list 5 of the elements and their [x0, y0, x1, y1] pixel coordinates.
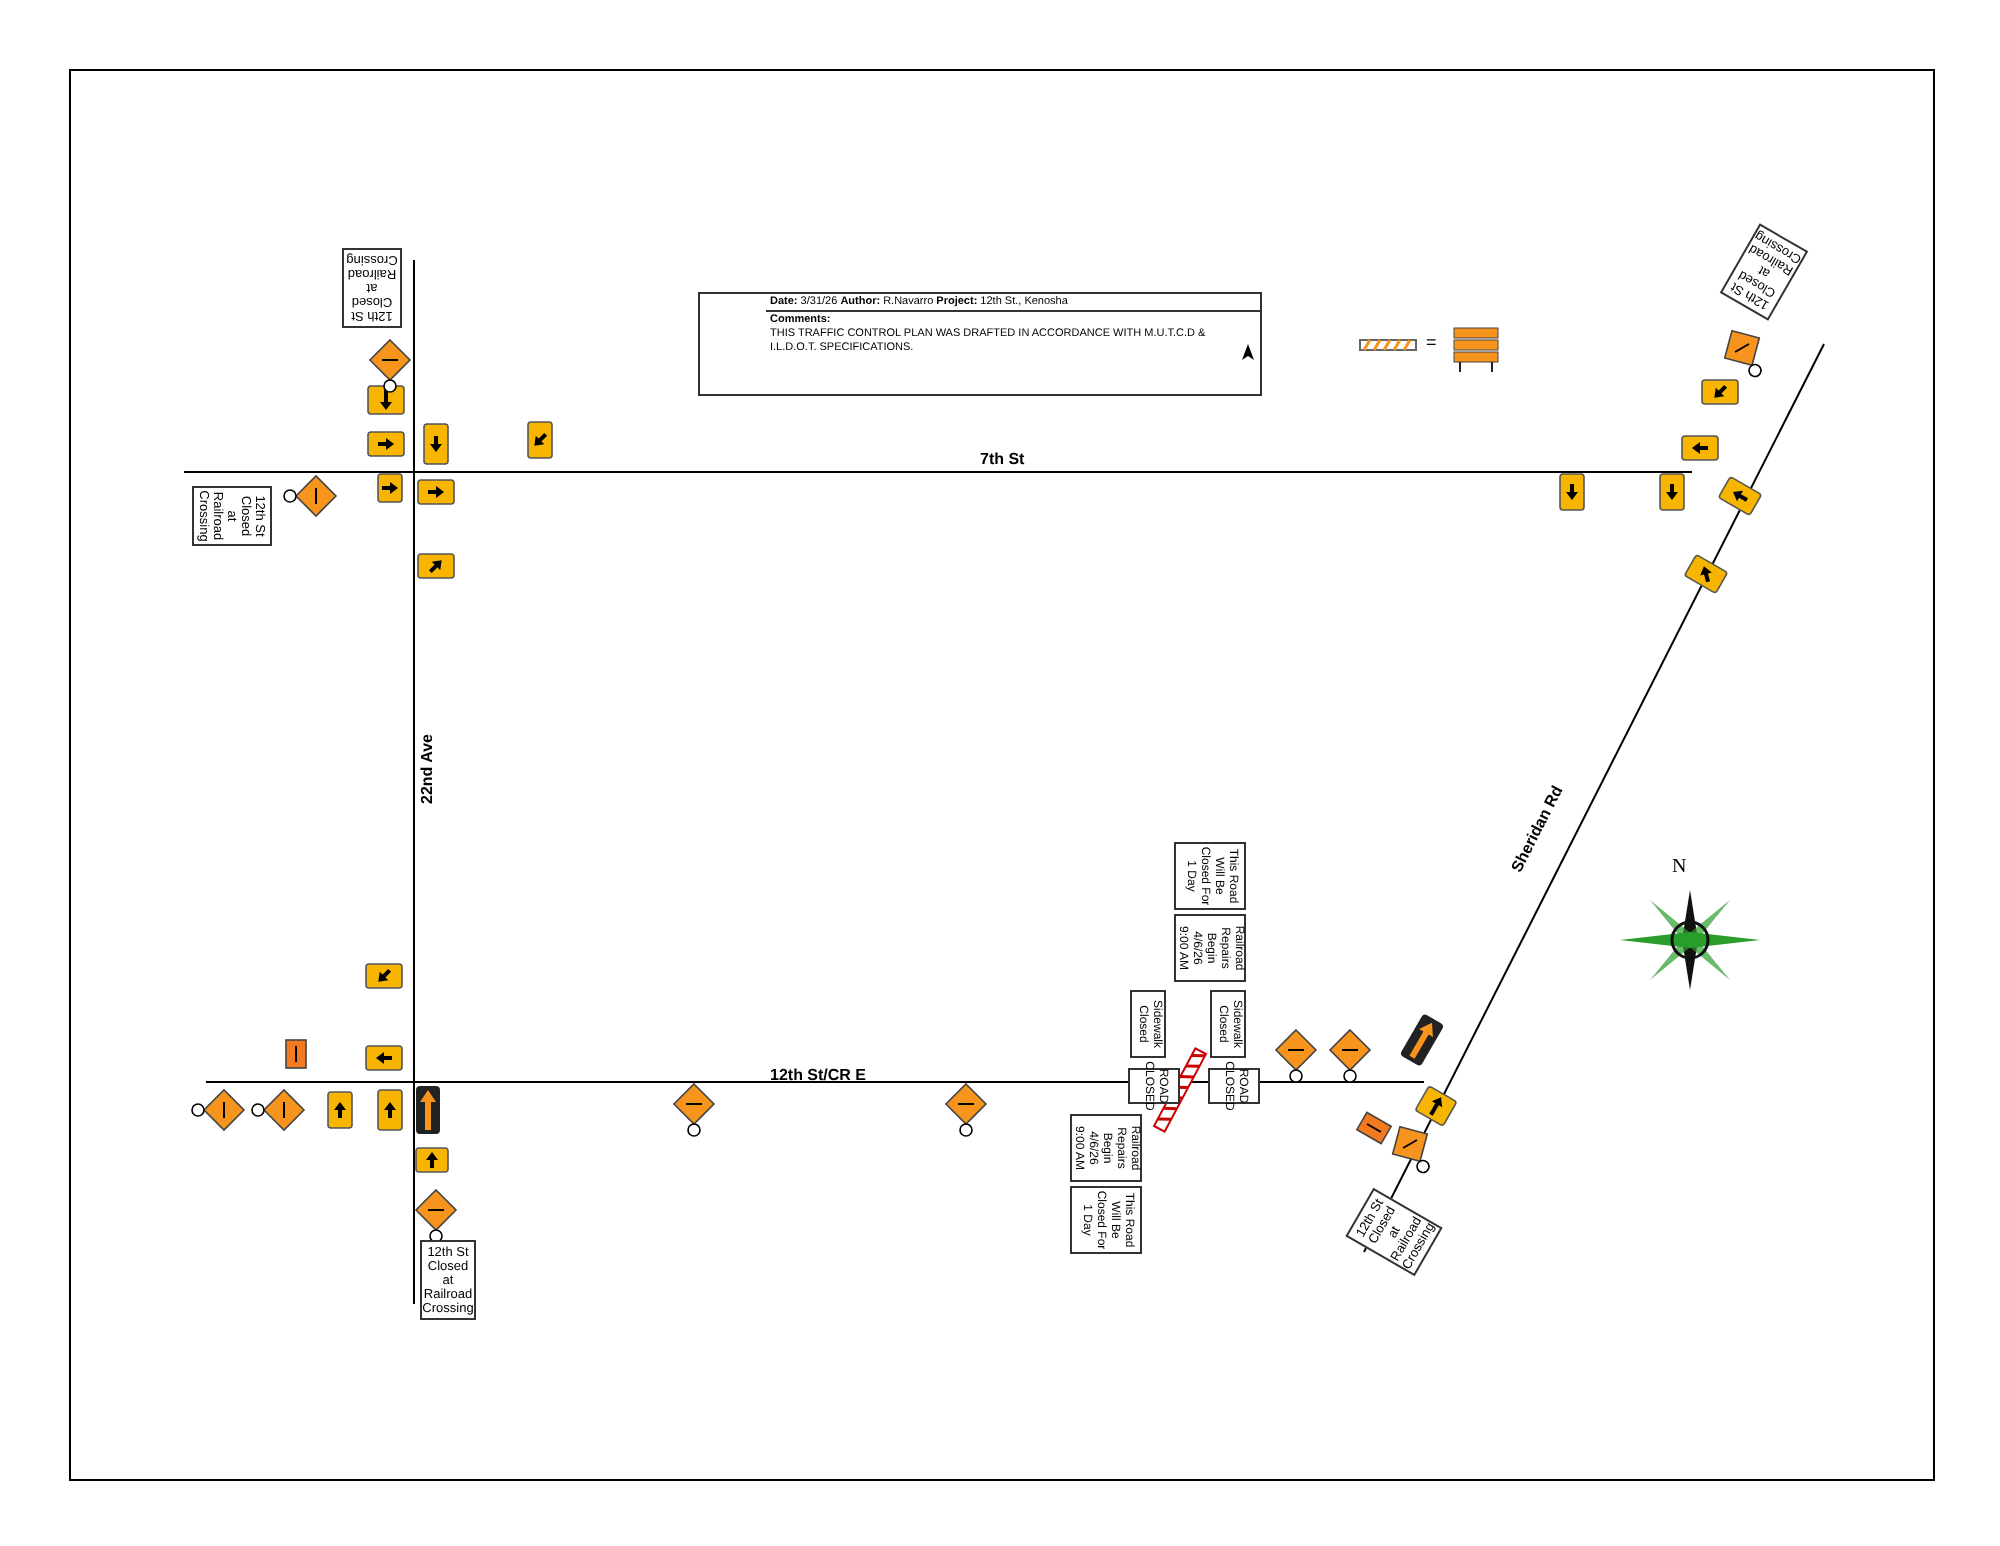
legend-text: =: [1426, 332, 1437, 352]
compass-label: N: [1672, 856, 1687, 878]
street-label: 22nd Ave: [418, 734, 436, 804]
street-label: 12th St/CR E: [770, 1066, 867, 1084]
street-label: 7th St: [980, 450, 1025, 468]
